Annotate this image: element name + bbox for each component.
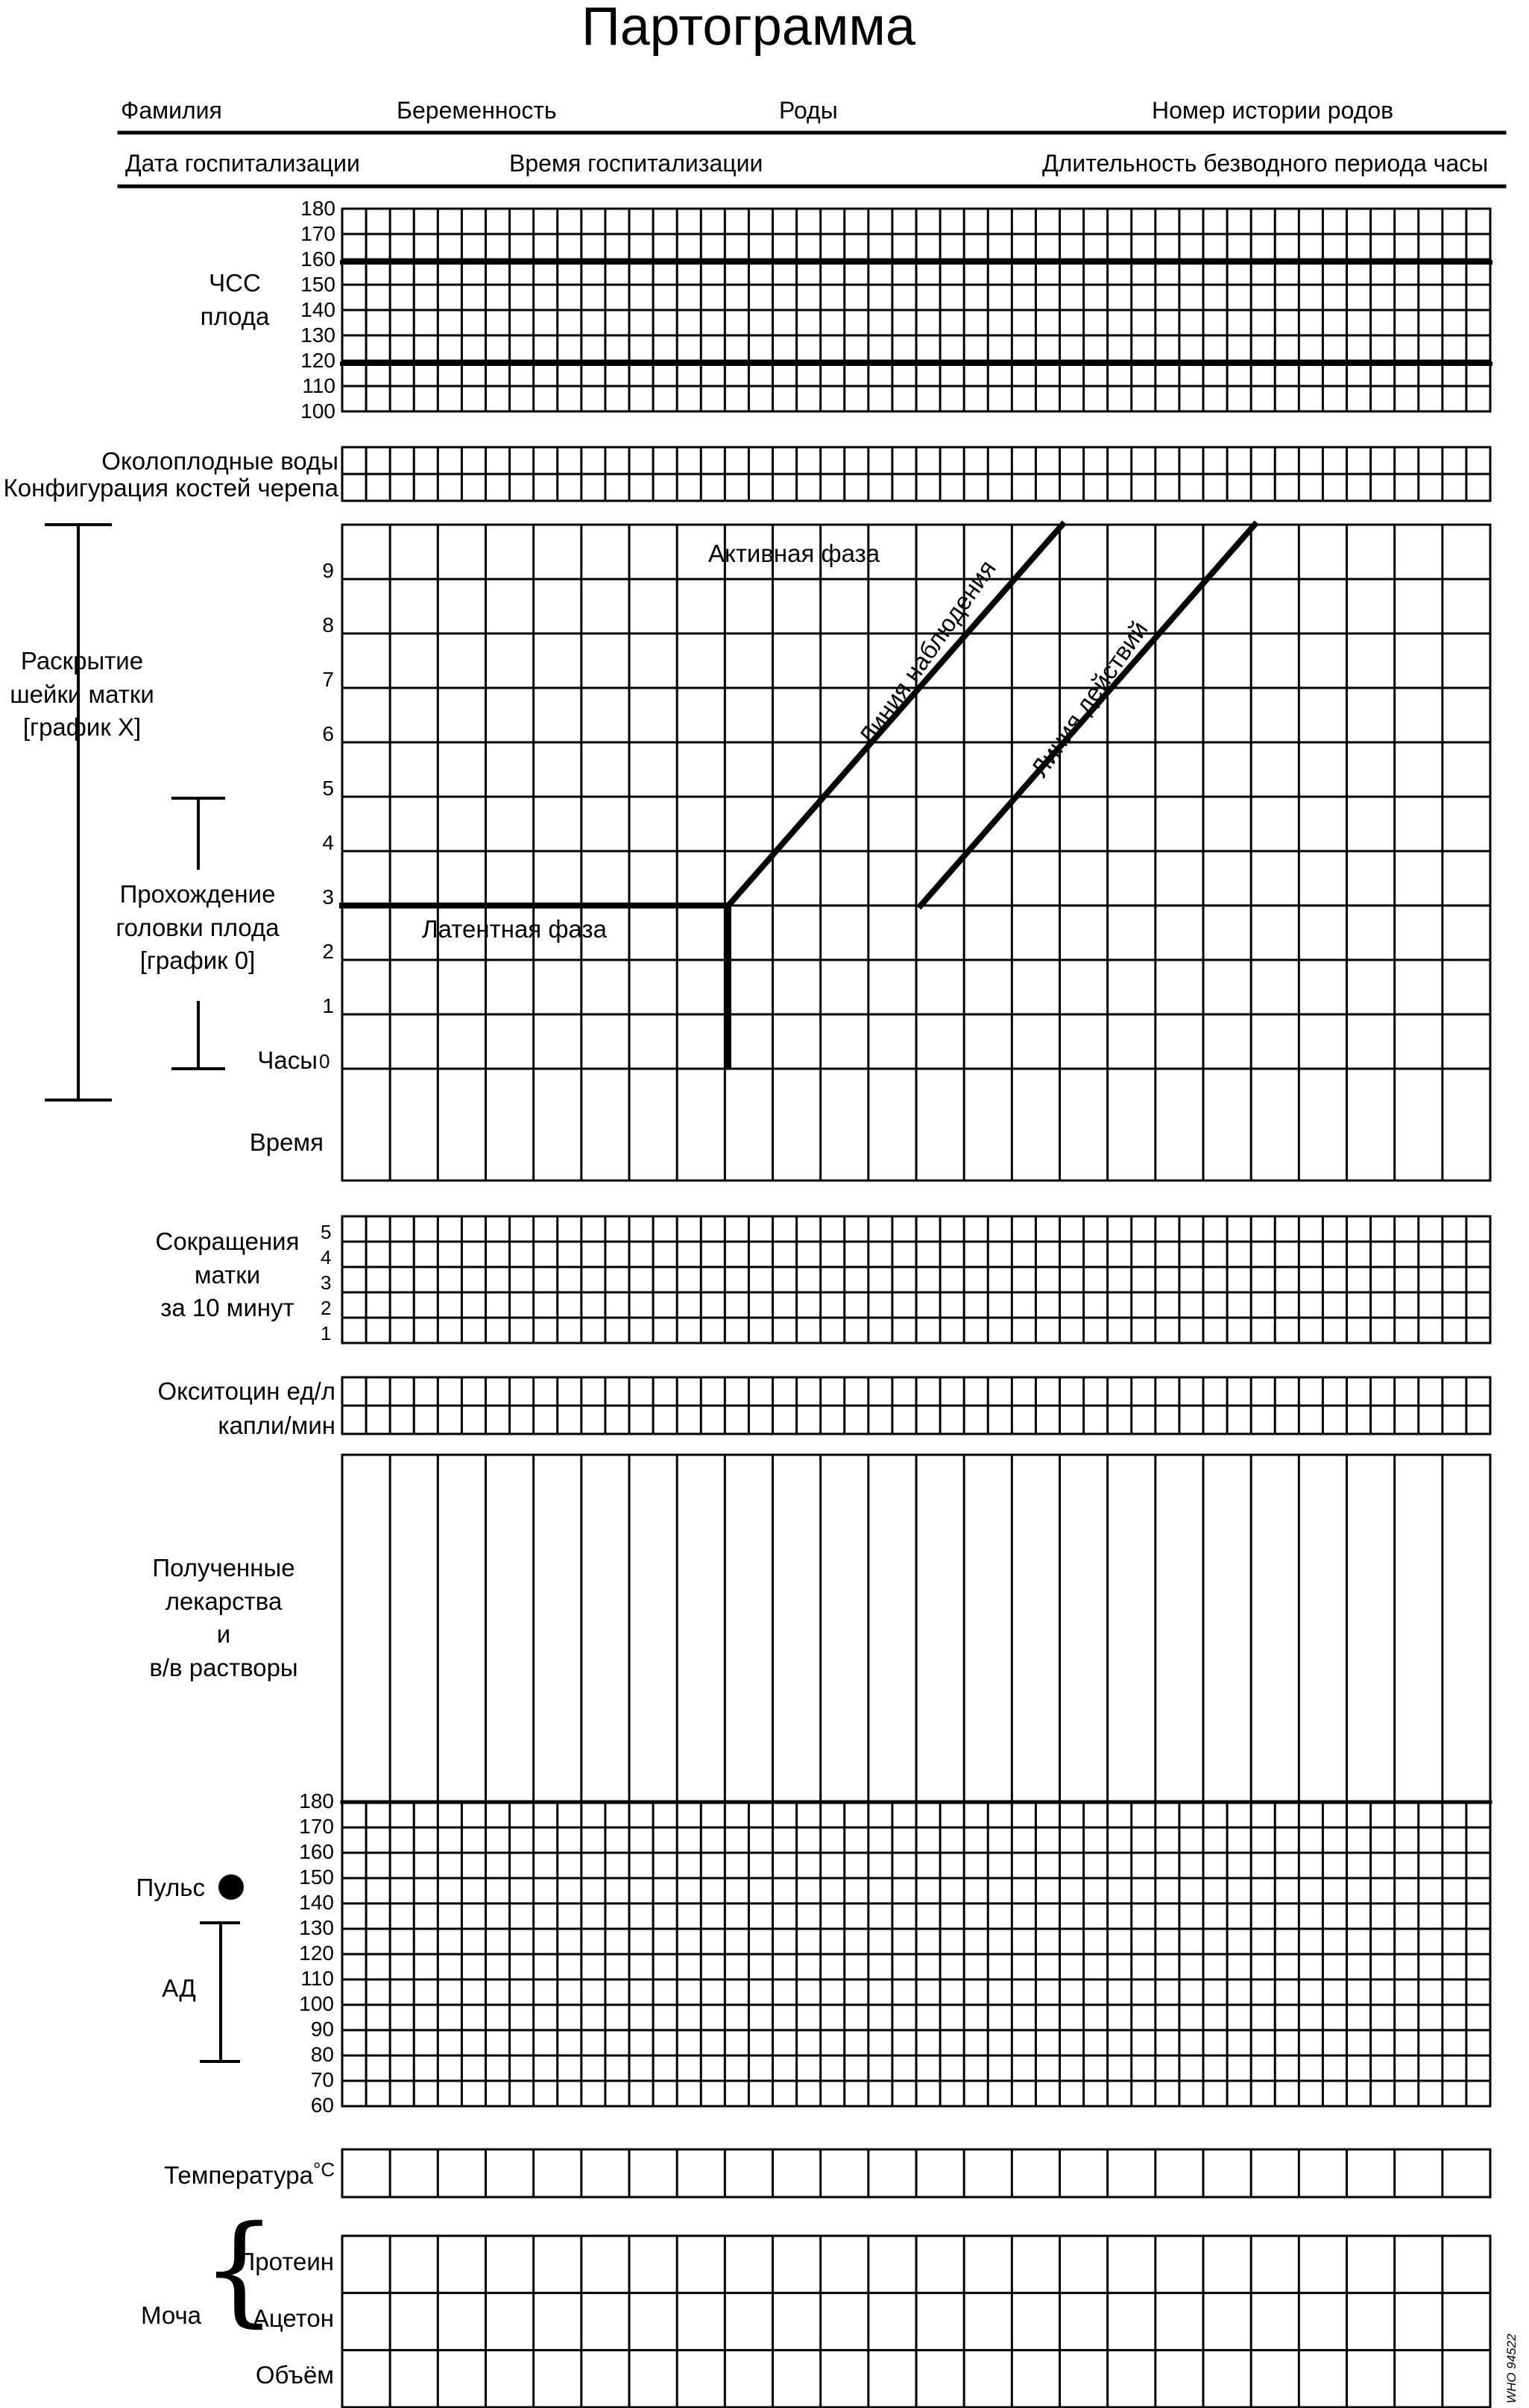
contraction-tick: 3 bbox=[321, 1271, 332, 1294]
fhr-tick: 150 bbox=[300, 273, 335, 296]
fhr-tick: 160 bbox=[300, 247, 335, 271]
field-record-number: Номер истории родов bbox=[1152, 97, 1394, 124]
field-admission-date: Дата госпитализации bbox=[125, 150, 360, 177]
vitals-tick: 140 bbox=[299, 1891, 334, 1914]
vitals-tick: 130 bbox=[299, 1916, 334, 1939]
latent-phase-label: Латентная фаза bbox=[422, 915, 607, 943]
urine-label: Моча bbox=[140, 2301, 201, 2329]
page-title: Партограмма bbox=[581, 0, 915, 57]
fhr-tick: 170 bbox=[300, 222, 335, 245]
fhr-tick: 120 bbox=[300, 349, 335, 372]
cervix-tick: 6 bbox=[322, 722, 334, 745]
urine-protein-label: Протеин bbox=[237, 2248, 334, 2275]
vitals-tick: 150 bbox=[299, 1865, 334, 1889]
vitals-tick: 90 bbox=[310, 2017, 334, 2041]
cervix-tick: 8 bbox=[322, 613, 334, 636]
action-line bbox=[916, 520, 1259, 910]
alert-line bbox=[724, 520, 1067, 910]
cervix-tick: 2 bbox=[322, 940, 334, 963]
vitals-tick: 70 bbox=[310, 2068, 334, 2091]
hours-label: Часы bbox=[257, 1046, 318, 1074]
active-phase-label: Активная фаза bbox=[708, 540, 880, 567]
vitals-tick: 170 bbox=[299, 1815, 334, 1838]
cervix-tick: 3 bbox=[322, 885, 334, 908]
urine-acetone-label: Ацетон bbox=[252, 2304, 334, 2332]
vitals-tick: 60 bbox=[310, 2093, 334, 2117]
fhr-tick: 110 bbox=[302, 374, 335, 397]
fhr-tick: 130 bbox=[300, 323, 335, 347]
field-births: Роды bbox=[779, 97, 838, 124]
fhr-tick: 100 bbox=[300, 399, 335, 423]
contraction-tick: 2 bbox=[321, 1297, 332, 1319]
pulse-label: Пульс bbox=[136, 1874, 205, 1901]
vitals-tick: 180 bbox=[299, 1789, 334, 1813]
bp-label: АД bbox=[162, 1974, 196, 2002]
temperature-unit: °C bbox=[313, 2158, 335, 2181]
drops-per-minute-label: капли/мин bbox=[218, 1412, 335, 1439]
amniotic-fluid-label: Околоплодные воды bbox=[101, 447, 338, 475]
vitals-tick: 80 bbox=[310, 2043, 334, 2066]
oxytocin-label: Окситоцин ед/л bbox=[157, 1377, 335, 1405]
field-surname: Фамилия bbox=[121, 97, 222, 124]
contraction-tick: 5 bbox=[321, 1221, 332, 1243]
time-label: Время bbox=[249, 1128, 324, 1156]
cervix-tick: 1 bbox=[322, 994, 334, 1017]
fhr-tick: 180 bbox=[300, 197, 335, 220]
vitals-tick: 110 bbox=[300, 1967, 334, 1990]
urine-brace-icon: { bbox=[201, 2199, 277, 2339]
field-rupture-duration: Длительность безводного периода часы bbox=[1042, 150, 1489, 177]
urine-volume-label: Объём bbox=[255, 2361, 334, 2389]
fhr-tick: 140 bbox=[300, 298, 335, 321]
pulse-dot-icon bbox=[218, 1874, 244, 1900]
vitals-tick: 100 bbox=[299, 1992, 334, 2015]
field-pregnancy: Беременность bbox=[397, 97, 557, 124]
contraction-tick: 4 bbox=[321, 1246, 332, 1268]
cervix-tick: 9 bbox=[322, 559, 334, 582]
cervix-tick-zero: 0 bbox=[319, 1050, 330, 1072]
vitals-tick: 120 bbox=[299, 1941, 334, 1965]
contraction-tick: 1 bbox=[321, 1322, 332, 1344]
cervix-tick: 4 bbox=[322, 831, 334, 854]
moulding-label: Конфигурация костей черепа bbox=[3, 474, 338, 502]
field-admission-time: Время госпитализации bbox=[509, 150, 763, 177]
cervix-tick: 7 bbox=[322, 668, 334, 691]
vitals-tick: 160 bbox=[299, 1840, 334, 1863]
cervix-tick: 5 bbox=[322, 777, 334, 800]
temperature-label: Температура bbox=[164, 2161, 313, 2189]
